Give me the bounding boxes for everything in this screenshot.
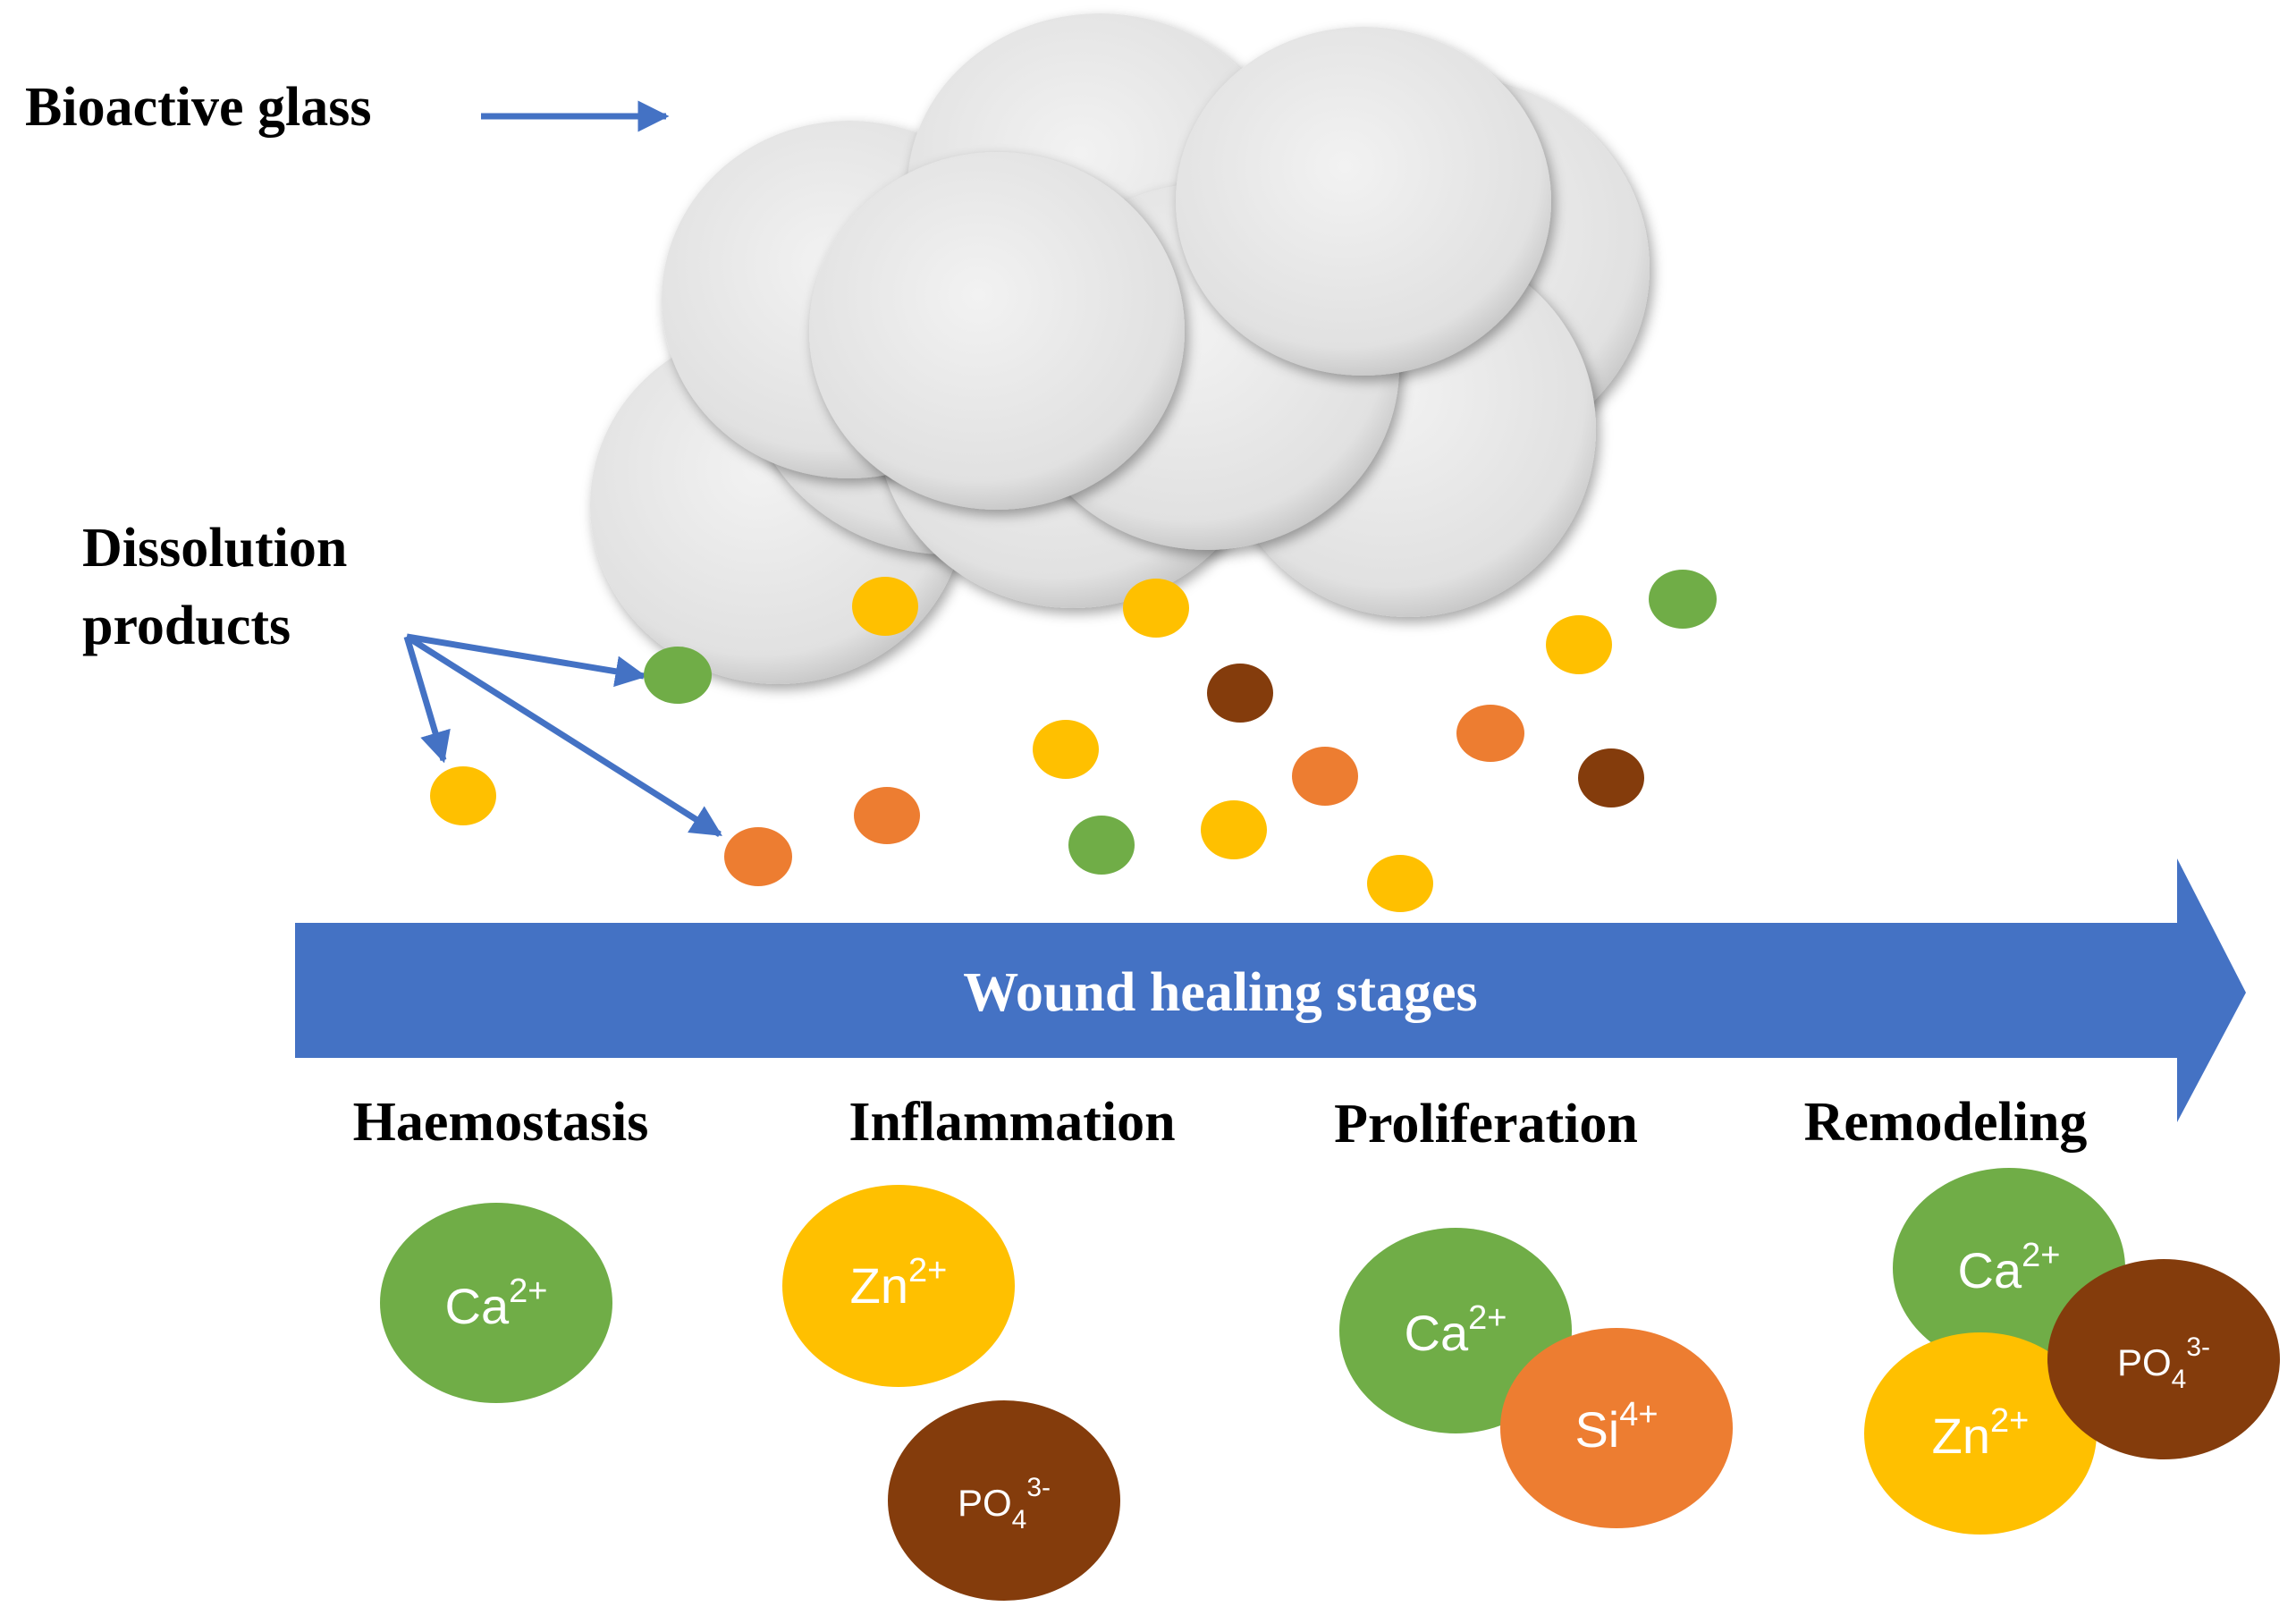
particle: [1367, 855, 1433, 912]
ion-label: Ca2+: [1405, 1299, 1507, 1361]
ion-circle: [1864, 1332, 2097, 1535]
ion-label: Ca2+: [445, 1273, 548, 1334]
particle: [854, 787, 920, 844]
particle: [1033, 720, 1099, 779]
stage-label-inflammation: Inflammation: [848, 1092, 1175, 1153]
glass-disc: [1176, 27, 1551, 376]
ion-label: Zn2+: [850, 1252, 948, 1314]
bioactive-glass-cluster: [590, 13, 1650, 684]
particle: [1292, 747, 1358, 806]
particle: [430, 766, 496, 825]
ion-label: Zn2+: [1932, 1402, 2030, 1464]
ion-circle: [380, 1203, 612, 1403]
particle: [852, 577, 918, 636]
glass-disc: [809, 152, 1185, 510]
ion-label: PO43-: [2117, 1332, 2210, 1394]
particle: [1649, 570, 1717, 629]
ion-circle: [1500, 1328, 1733, 1528]
stage-label-remodeling: Remodeling: [1804, 1092, 2088, 1153]
wound-healing-arrow-label: Wound healing stages: [963, 962, 1477, 1023]
ions-haemostasis: Ca2+: [380, 1203, 612, 1403]
dissolution-products-label-line1: Dissolution: [82, 518, 347, 579]
particle: [1578, 748, 1644, 808]
ion-circle: [782, 1185, 1015, 1387]
ions-remodeling: Ca2+ Zn2+ PO43-: [1864, 1168, 2280, 1535]
wound-healing-arrow: [295, 858, 2246, 1122]
stage-label-haemostasis: Haemostasis: [353, 1092, 649, 1153]
particle: [1068, 816, 1135, 875]
dissolution-particles: [430, 570, 1717, 912]
ion-label: Ca2+: [1958, 1237, 2061, 1298]
particle: [1201, 800, 1267, 859]
dissolution-products-label-line2: products: [82, 596, 291, 656]
ion-label: PO43-: [958, 1473, 1051, 1535]
particle: [724, 827, 792, 886]
ions-inflammation: Zn2+ PO43-: [782, 1185, 1120, 1601]
particle: [898, 816, 899, 817]
particle: [644, 647, 712, 704]
ion-circle: [2047, 1259, 2280, 1459]
ions-proliferation: Ca2+ Si4+: [1339, 1228, 1733, 1528]
particle: [1456, 705, 1524, 762]
dissolution-pointers: [403, 633, 722, 837]
particle: [1123, 579, 1189, 638]
particle: [1546, 615, 1612, 674]
particle: [1207, 664, 1273, 723]
bioactive-glass-label: Bioactive glass: [25, 77, 371, 138]
stage-label-proliferation: Proliferation: [1334, 1094, 1638, 1154]
ion-label: Si4+: [1574, 1396, 1658, 1458]
ion-circle: [888, 1400, 1120, 1601]
